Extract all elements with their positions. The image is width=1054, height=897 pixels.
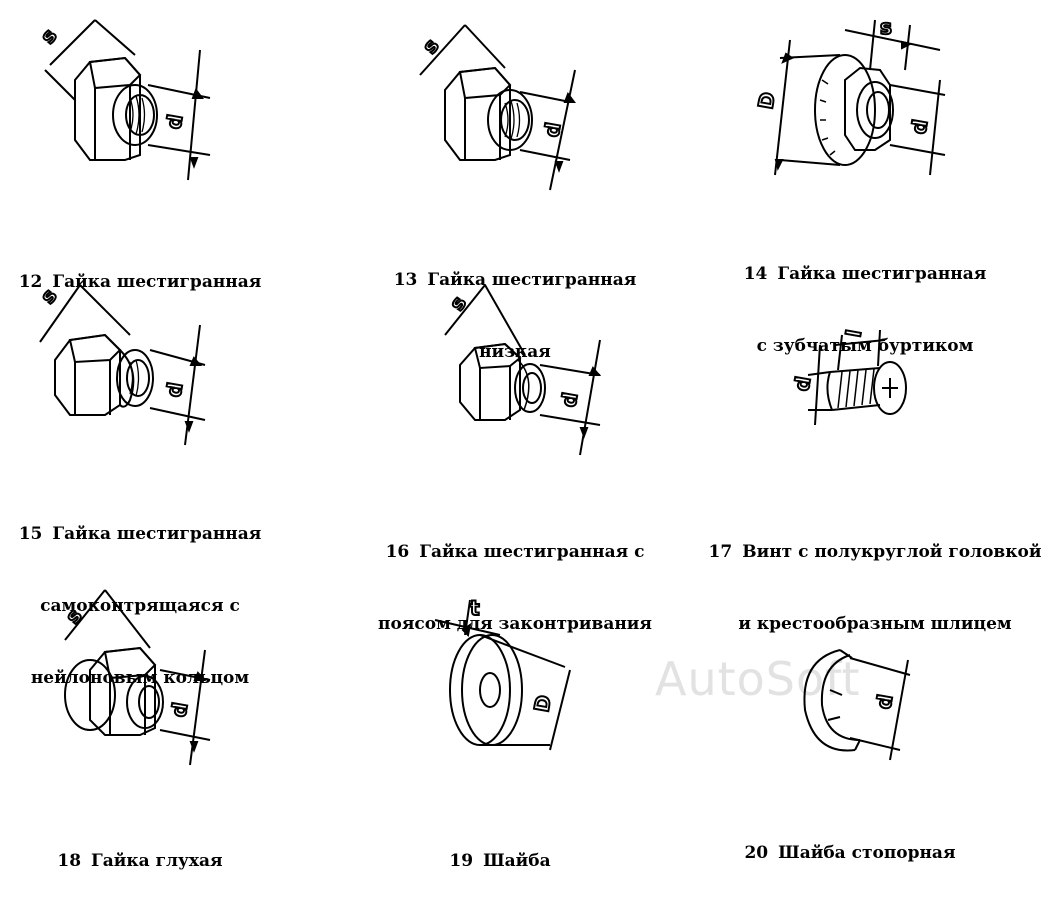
caption-13-line-1: Гайка шестигранная [427,270,637,290]
dim-s-label: s [35,24,61,49]
caption-15-number: 15 [18,524,43,544]
figure-14-flange-nut: D s d [750,10,950,190]
dim-D-label: D [753,90,780,111]
caption-16-line-1: Гайка шестигранная с [419,542,645,562]
dim-d-label: d [166,701,192,719]
caption-12: 12 Гайка шестигранная [10,222,270,318]
caption-19-line-1: Шайба [483,851,551,871]
caption-14-number: 14 [743,264,768,284]
caption-15-line-2: самоконтрящаяся с [40,596,240,616]
dim-d-label: d [161,113,187,131]
dim-s-label: s [880,15,892,39]
figure-17-cross-screw: d l [788,320,930,430]
caption-17: 17 Винт с полукруглой головкой и крестооб… [700,492,1050,660]
caption-19-number: 19 [449,851,474,871]
figure-20-retaining-washer: d [790,620,930,770]
caption-14-line-1: Гайка шестигранная [777,264,987,284]
caption-19: 19 Шайба [410,801,590,897]
dim-d-label: d [556,391,582,409]
caption-14: 14 Гайка шестигранная с зубчатым буртиком [735,214,995,382]
caption-18: 18 Гайка глухая [40,801,240,897]
figure-15-nylon-lock-nut: d s [30,270,230,460]
dim-t-label: t [470,596,480,620]
caption-12-line-1: Гайка шестигранная [52,272,262,292]
dim-d-label: d [789,375,815,393]
caption-15: 15 Гайка шестигранная самоконтрящаяся с н… [5,474,275,714]
figure-12-hex-nut: d s [30,10,230,200]
figure-19-washer: t D [430,595,590,765]
caption-17-line-1: Винт с полукруглой головкой [742,542,1042,562]
caption-14-line-2: с зубчатым буртиком [756,336,974,356]
dim-l-label: l [841,328,866,339]
figure-16-collar-nut: d s [430,280,620,470]
dim-s-label: s [35,284,61,309]
dim-D-label: D [529,693,556,714]
caption-18-line-1: Гайка глухая [91,851,223,871]
caption-12-number: 12 [18,272,43,292]
dim-s-label: s [444,291,470,315]
caption-13-number: 13 [393,270,418,290]
caption-20: 20 Шайба стопорная [730,793,970,889]
caption-15-line-3: нейлоновым кольцом [30,668,250,688]
caption-18-number: 18 [57,851,82,871]
caption-15-line-1: Гайка шестигранная [52,524,262,544]
caption-17-line-2: и крестообразным шлицем [738,614,1012,634]
figure-18-cap-nut: d s [45,580,225,770]
dim-d-label: d [906,118,932,136]
dim-s-label: s [60,604,86,629]
figure-13-low-hex-nut: d s [410,10,600,200]
caption-20-line-1: Шайба стопорная [778,843,956,863]
caption-16-number: 16 [385,542,410,562]
caption-20-number: 20 [744,843,769,863]
caption-17-number: 17 [708,542,733,562]
dim-d-label: d [539,121,565,139]
dim-d-label: d [161,381,187,399]
dim-d-label: d [871,693,897,711]
